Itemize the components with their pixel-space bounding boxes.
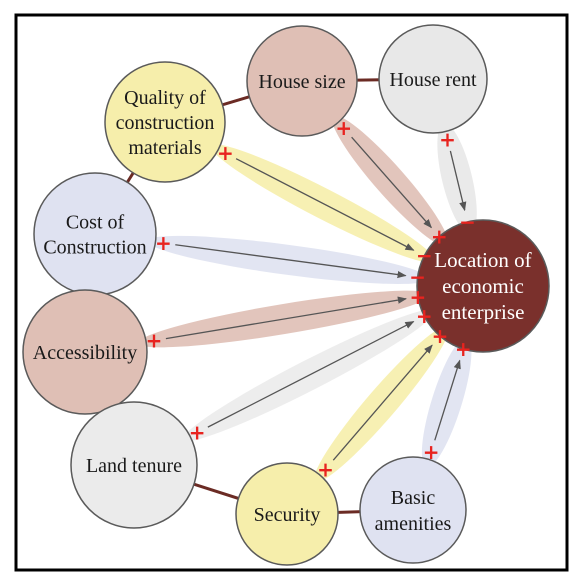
link-start-sign-cost: + xyxy=(155,231,172,255)
node-label-line: House size xyxy=(258,71,345,93)
node-house-size: House size xyxy=(246,25,358,137)
node-label-line: Security xyxy=(254,504,321,526)
node-label-line: Quality of xyxy=(124,87,206,109)
link-start-sign-land_tenure: + xyxy=(189,421,206,445)
link-end-sign-accessibility: + xyxy=(410,285,427,309)
link-end-sign-land_tenure: + xyxy=(416,304,433,328)
link-arrow-accessibility xyxy=(165,296,407,340)
node-label-line: Cost of xyxy=(66,212,125,234)
node-quality: Quality of construction materials xyxy=(104,61,226,183)
link-end-sign-security: + xyxy=(432,324,449,348)
node-label-line: enterprise xyxy=(442,300,525,324)
node-label-line: amenities xyxy=(375,513,452,535)
link-end-sign-house_size: + xyxy=(431,225,448,249)
link-arrow-layer xyxy=(165,136,467,461)
node-circle xyxy=(33,172,157,296)
node-circle xyxy=(22,289,148,415)
link-end-sign-cost: − xyxy=(409,265,426,289)
node-accessibility: Accessibility xyxy=(22,289,148,415)
node-circle xyxy=(104,61,226,183)
sign-layer: +−+++−+−++++++++ xyxy=(146,116,476,481)
node-circle xyxy=(246,25,358,137)
node-circle xyxy=(359,456,467,564)
link-start-sign-accessibility: + xyxy=(146,329,163,353)
node-label-line: Basic xyxy=(391,487,436,509)
link-start-sign-house_rent: + xyxy=(439,127,456,151)
node-label-line: Location of xyxy=(434,248,531,272)
node-basic: Basic amenities xyxy=(359,456,467,564)
link-arrow-house_rent xyxy=(449,150,467,212)
link-start-sign-quality: + xyxy=(217,141,234,165)
link-end-sign-basic: + xyxy=(455,337,472,361)
node-cost: Cost of Construction xyxy=(33,172,157,296)
node-circle xyxy=(416,219,550,353)
node-label-line: materials xyxy=(128,137,202,159)
node-label-line: Land tenure xyxy=(86,455,182,477)
node-label-line: Accessibility xyxy=(33,342,137,364)
link-start-sign-basic: + xyxy=(423,440,440,464)
link-arrow-security xyxy=(332,344,433,461)
node-house-rent: House rent xyxy=(378,24,488,134)
node-label-line: economic xyxy=(442,274,524,298)
link-arrow-basic xyxy=(434,359,461,441)
link-arrow-house_size xyxy=(351,136,432,229)
link-arrow-land_tenure xyxy=(207,321,415,428)
link-arrow-quality xyxy=(235,158,415,251)
node-label-line: House rent xyxy=(389,69,477,91)
node-label-line: construction xyxy=(116,112,215,134)
node-circle xyxy=(235,462,339,566)
node-layer: Quality of construction materials House siz… xyxy=(22,24,550,566)
node-land-tenure: Land tenure xyxy=(70,401,198,529)
link-start-sign-security: + xyxy=(317,457,334,481)
node-circle xyxy=(70,401,198,529)
link-end-sign-house_rent: − xyxy=(459,210,476,234)
node-security: Security xyxy=(235,462,339,566)
link-end-sign-quality: − xyxy=(416,244,433,268)
link-start-sign-house_size: + xyxy=(335,116,352,140)
node-label-line: Construction xyxy=(43,237,146,259)
node-circle xyxy=(378,24,488,134)
link-arrow-cost xyxy=(175,244,407,279)
